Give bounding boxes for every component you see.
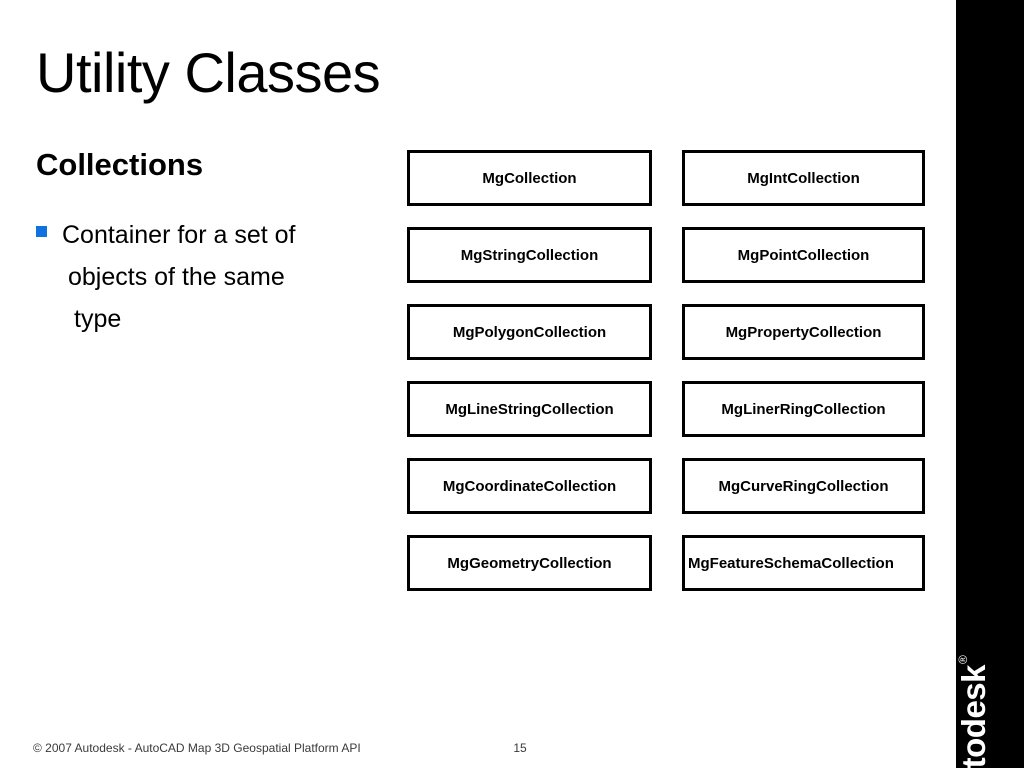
section-heading: Collections — [36, 147, 204, 182]
class-box-label: MgLinerRingCollection — [721, 400, 886, 418]
bullet-list: Container for a set of objects of the sam… — [36, 214, 386, 340]
class-box-label: MgPolygonCollection — [452, 323, 607, 341]
class-box-label: MgFeatureSchemaCollection — [688, 554, 894, 572]
list-item-label: Container for a set of objects of the sam… — [62, 214, 295, 340]
class-box-label: MgPointCollection — [737, 246, 870, 264]
class-box-mgstringcollection[interactable]: MgStringCollection — [407, 227, 657, 288]
class-box-mgpolygoncollection[interactable]: MgPolygonCollection — [407, 304, 657, 365]
class-box-label: MgCurveRingCollection — [718, 477, 889, 495]
class-box-mgpropertycollection[interactable]: MgPropertyCollection — [682, 304, 930, 365]
class-box-label: MgStringCollection — [460, 246, 599, 264]
bullet-square-icon — [36, 226, 47, 237]
footer-copyright: © 2007 Autodesk - AutoCAD Map 3D Geospat… — [33, 741, 361, 755]
class-box-mggeometrycollection[interactable]: MgGeometryCollection — [407, 535, 657, 596]
page-title: Utility Classes — [36, 41, 381, 104]
class-box-mgintcollection[interactable]: MgIntCollection — [682, 150, 930, 211]
class-box-label: MgPropertyCollection — [725, 323, 882, 341]
class-box-mgpointcollection[interactable]: MgPointCollection — [682, 227, 930, 288]
list-item-line-3: type — [74, 305, 122, 333]
list-item: Container for a set of objects of the sam… — [36, 214, 386, 340]
class-box-mgfeatureschemacollection[interactable]: MgFeatureSchemaCollection — [682, 535, 930, 596]
list-item-line-2: objects of the same — [68, 263, 285, 291]
brand-band — [956, 0, 1024, 768]
class-box-label: MgCollection — [482, 169, 577, 187]
class-box-mglinerringcollection[interactable]: MgLinerRingCollection — [682, 381, 930, 442]
class-box-label: MgLineStringCollection — [445, 400, 614, 418]
footer-page-number: 15 — [513, 741, 527, 755]
class-box-label: MgGeometryCollection — [447, 554, 612, 572]
list-item-line-1: Container for a set of — [62, 221, 296, 249]
class-box-label: MgIntCollection — [747, 169, 860, 187]
class-box-mgcurveringcollection[interactable]: MgCurveRingCollection — [682, 458, 930, 519]
class-box-mglinestringcollection[interactable]: MgLineStringCollection — [407, 381, 657, 442]
class-box-label: MgCoordinateCollection — [442, 477, 617, 495]
class-box-mgcoordinatecollection[interactable]: MgCoordinateCollection — [407, 458, 657, 519]
class-box-mgcollection[interactable]: MgCollection — [407, 150, 657, 211]
